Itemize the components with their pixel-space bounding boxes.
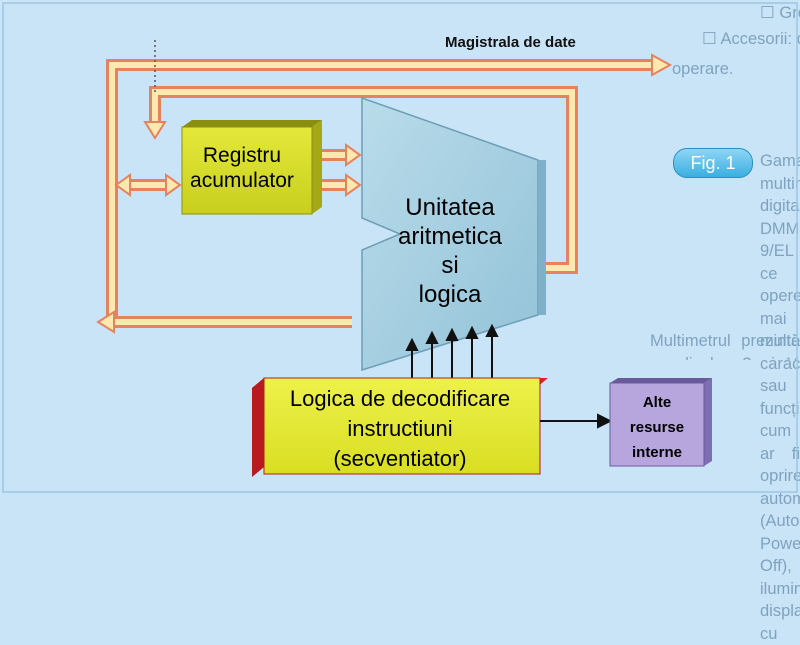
other-resources-label-line: resurse: [629, 419, 685, 436]
other-resources-label: Alte resurse interne: [612, 390, 702, 465]
decoder-label: Logica de decodificare instructiuni (sec…: [265, 384, 535, 474]
figure-badge: Fig. 1: [673, 148, 753, 178]
data-bus: [96, 53, 673, 334]
other-resources-block: [609, 378, 712, 467]
alu-label-line: aritmetica: [397, 223, 503, 250]
control-arrows: [405, 323, 499, 378]
bus-arrowhead-right: [651, 53, 673, 77]
alu-label-line: Unitatea: [405, 194, 495, 221]
alu-label-line: si: [441, 252, 459, 279]
decoder-label-line: (secventiator): [333, 446, 467, 471]
bus-arrowhead-down: [143, 121, 167, 140]
other-resources-label-line: interne: [631, 444, 682, 461]
alu-label: Unitatea aritmetica si logica: [385, 193, 515, 309]
data-bus-label: Magistrala de date: [445, 34, 576, 51]
background-text-line: ☐ Accesorii: cabluri de test, baterie si…: [702, 30, 800, 48]
background-text-line: ☐ Greutate: 180g.: [760, 4, 800, 22]
alu-label-line: logica: [418, 281, 482, 308]
block-diagram: [2, 2, 798, 493]
decoder-block: [252, 377, 548, 477]
other-resources-label-line: Alte: [642, 394, 672, 411]
decoder-label-line: Logica de decodificare: [289, 386, 511, 411]
accumulator-register-block: [181, 120, 322, 215]
accumulator-label-line: acumulator: [190, 169, 294, 192]
background-paragraph: Multimetrul prezintă un display 3 și ½ d…: [650, 332, 800, 360]
decoder-label-line: instructiuni: [347, 416, 453, 441]
alu-block: [361, 96, 546, 372]
figure-border: [2, 2, 798, 493]
accumulator-label: Registru acumulator: [182, 143, 302, 193]
background-text-line: operare.: [672, 60, 734, 78]
accumulator-label-line: Registru: [202, 144, 282, 167]
decoder-to-resources-arrow: [540, 413, 613, 429]
